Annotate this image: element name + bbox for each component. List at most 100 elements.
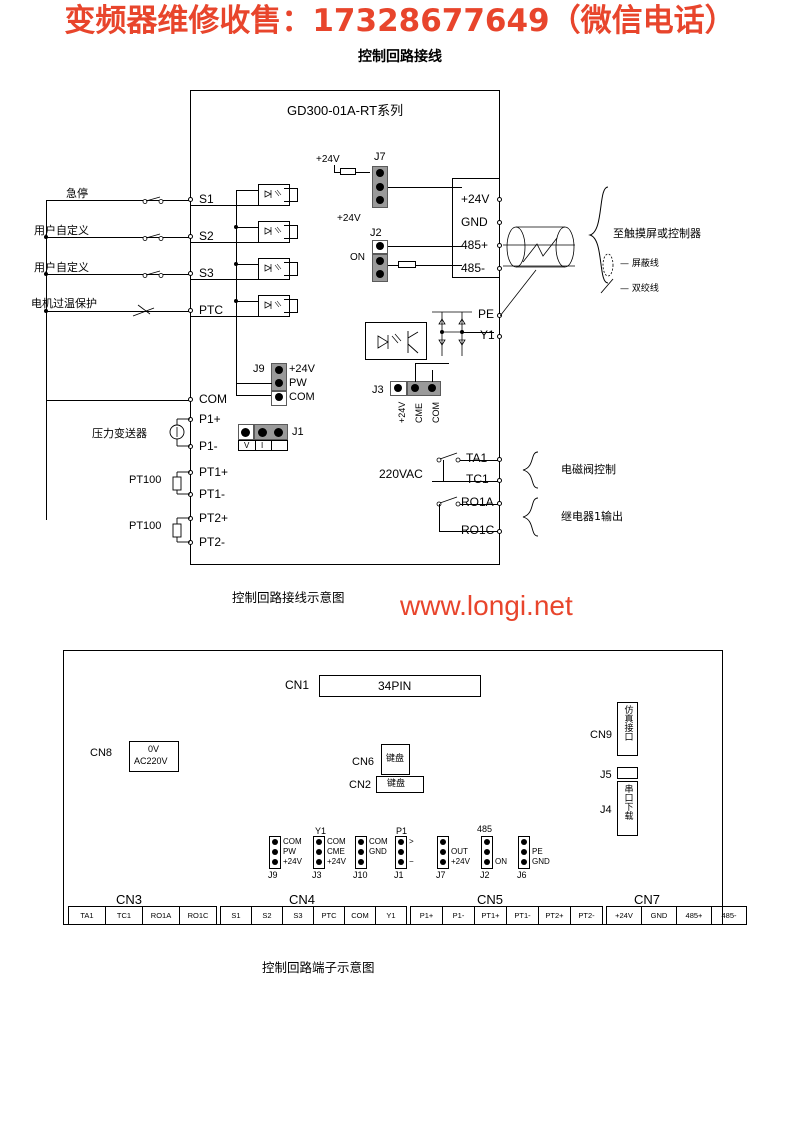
comm-terminal-24v: +24V — [461, 192, 490, 206]
header-j1-pin3: − — [409, 857, 414, 866]
comm-dot-485p — [497, 243, 502, 248]
left-common-bus — [46, 200, 47, 520]
s1-wire — [46, 200, 192, 201]
terminal-cell[interactable]: RO1C — [179, 906, 217, 925]
jumper-j7-bottom-label: +24V — [337, 213, 361, 224]
switch-icon-s3 — [141, 267, 167, 285]
header-j7-pin3: +24V — [451, 857, 470, 866]
terminal-label-ptc: PTC — [199, 303, 223, 317]
jumper-j9-pin-pw: PW — [289, 377, 307, 389]
jumper-j1-pin-i: I — [261, 441, 264, 450]
header-j3-name: J3 — [312, 870, 322, 880]
connector-label-cn2: CN2 — [349, 779, 372, 791]
header-j9-pin1: COM — [283, 837, 302, 846]
terminal-cell[interactable]: S2 — [251, 906, 283, 925]
terminal-dot-pt2m — [188, 540, 193, 545]
header-j10-pin2: GND — [369, 847, 387, 856]
promo-banner: 变频器维修收售：17328677649（微信电话） — [64, 3, 736, 39]
header-j7-pin2: OUT — [451, 847, 468, 856]
terminal-cell[interactable]: P1+ — [410, 906, 443, 925]
terminal-cell[interactable]: PT2+ — [538, 906, 571, 925]
terminal-cell[interactable]: PT1- — [506, 906, 539, 925]
comm-terminal-485p: 485+ — [461, 238, 489, 252]
relay-dot-ro1c — [497, 529, 502, 534]
terminal-cell[interactable]: P1- — [442, 906, 475, 925]
header-j2-pin3: ON — [495, 857, 507, 866]
jumper-j1-name: J1 — [292, 426, 304, 438]
connector-cn6[interactable] — [381, 744, 410, 775]
terminal-dot-s1 — [188, 197, 193, 202]
terminal-cell[interactable]: S3 — [282, 906, 314, 925]
terminal-cell[interactable]: +24V — [606, 906, 642, 925]
jumper-j2-on-label: ON — [350, 252, 365, 263]
relay2-note-brace — [520, 496, 542, 543]
pe-shield-lead — [499, 268, 550, 323]
connector-label-cn9: CN9 — [590, 729, 613, 741]
header-j6-name: J6 — [517, 870, 527, 880]
connector-cn1[interactable] — [319, 675, 481, 697]
terminal-dot-p1m — [188, 444, 193, 449]
caption-top: 控制回路接线示意图 — [232, 590, 345, 605]
relay-contact-ta1-icon — [434, 451, 470, 470]
terminal-label-p1p: P1+ — [199, 412, 221, 426]
connector-cn8[interactable] — [129, 741, 179, 772]
group-label-cn7: CN7 — [634, 892, 661, 907]
terminal-cell[interactable]: 485- — [711, 906, 747, 925]
watermark: www.longi.net — [400, 590, 573, 621]
comm-terminal-gnd: GND — [461, 215, 488, 229]
resistor-j2 — [398, 261, 416, 268]
relay2-note: 继电器1输出 — [561, 510, 623, 523]
terminal-label-s2: S2 — [199, 229, 214, 243]
terminal-cell[interactable]: Y1 — [375, 906, 407, 925]
terminal-label-s1: S1 — [199, 192, 214, 206]
jumper-j9-pin-24v: +24V — [289, 363, 315, 375]
connector-label-cn1: CN1 — [285, 678, 310, 692]
connector-cn9[interactable] — [617, 702, 638, 756]
relay1-note: 电磁阀控制 — [561, 463, 616, 476]
group-label-cn5: CN5 — [477, 892, 504, 907]
analog-source-pt2: PT100 — [129, 520, 162, 532]
input-label-s2: 用户自定义 — [34, 224, 89, 237]
jumper-j2-name: J2 — [370, 227, 382, 239]
terminal-cell[interactable]: PT2- — [570, 906, 603, 925]
jumper-j9-name: J9 — [253, 363, 265, 375]
twisted-pair-note: — 双绞线 — [620, 284, 659, 294]
terminal-dot-ptc — [188, 308, 193, 313]
header-j3-pin3: +24V — [327, 857, 346, 866]
terminal-cell[interactable]: PTC — [313, 906, 345, 925]
comm-dot-gnd — [497, 220, 502, 225]
jumper-j3-pin-com: COM — [431, 402, 441, 423]
terminal-cell[interactable]: PT1+ — [474, 906, 507, 925]
header-j3-pin2: CME — [327, 847, 345, 856]
jumper-j3-pin-24v: +24V — [397, 401, 407, 423]
connector-j5[interactable] — [617, 767, 638, 779]
header-j1-name: J1 — [394, 870, 404, 880]
terminal-cell[interactable]: 485+ — [676, 906, 712, 925]
comm-dot-485m — [497, 266, 502, 271]
terminal-cell[interactable]: TC1 — [105, 906, 143, 925]
pressure-transducer-icon — [168, 414, 194, 455]
comm-note-brace — [586, 185, 612, 290]
connector-cn1-text: 34PIN — [378, 679, 412, 693]
connector-cn2[interactable] — [376, 776, 424, 793]
junction-s2 — [44, 235, 48, 239]
header-j7-name: J7 — [436, 870, 446, 880]
connector-j4[interactable] — [617, 781, 638, 836]
terminal-dot-s3 — [188, 271, 193, 276]
terminal-cell[interactable]: COM — [344, 906, 376, 925]
connector-label-j4: J4 — [600, 804, 612, 816]
shield-wire-note: — 屏蔽线 — [620, 259, 659, 269]
terminal-cell[interactable]: RO1A — [142, 906, 180, 925]
s2-wire — [46, 237, 192, 238]
relay-contact-ro1a-icon — [434, 495, 470, 514]
terminal-cell[interactable]: TA1 — [68, 906, 106, 925]
terminal-label-pe: PE — [478, 307, 495, 321]
relay-voltage-label: 220VAC — [379, 467, 423, 481]
terminal-cell[interactable]: GND — [641, 906, 677, 925]
terminal-cell[interactable]: S1 — [220, 906, 252, 925]
terminal-rail — [190, 90, 191, 565]
comm-terminal-485m: 485- — [461, 261, 486, 275]
relay-dot-ta1 — [497, 457, 502, 462]
terminal-label-y1: Y1 — [480, 328, 495, 342]
thermistor-icon — [130, 303, 160, 324]
